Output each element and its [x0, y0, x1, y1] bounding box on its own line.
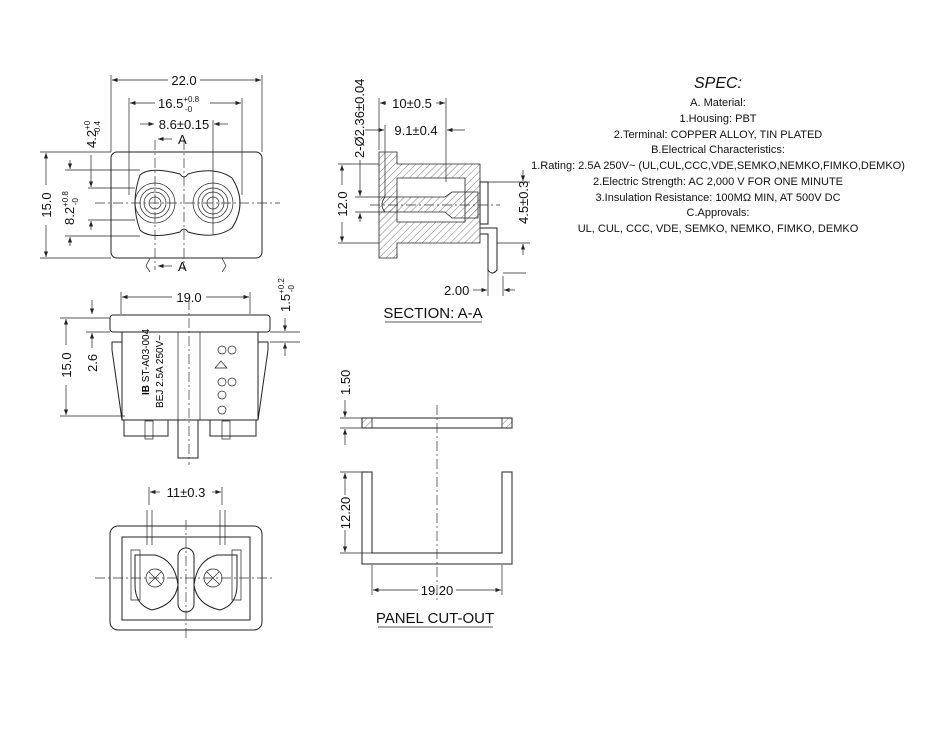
marking-line2: BEJ 2.5A 250V~ — [155, 335, 166, 408]
socket-face — [134, 169, 241, 236]
section-mark-top: A — [178, 132, 187, 147]
dim-step: 2.6 — [85, 354, 100, 372]
panel-cutout-title: PANEL CUT-OUT — [376, 610, 494, 627]
dim-pin-length-outer: 10±0.5 — [392, 96, 432, 111]
housing-outline — [110, 151, 263, 259]
dim-pin-length-inner: 9.1±0.4 — [394, 123, 437, 138]
marking-line1: IB ST-A03-004 — [141, 328, 152, 395]
spec-line: 2.Electric Strength: AC 2,000 V FOR ONE … — [593, 176, 843, 188]
dim-pitch-outer: 16.5+0.8-0 — [158, 95, 200, 114]
section-title: SECTION: A-A — [383, 305, 482, 322]
dim-terminal-offset: 2.00 — [444, 283, 469, 298]
spec-line: 3.Insulation Resistance: 100MΩ MIN, AT 5… — [595, 192, 840, 204]
bottom-view: 11±0.3 — [95, 485, 275, 640]
spec-line: A. Material: — [690, 97, 746, 109]
flange — [109, 314, 271, 333]
dim-offset: 4.2+0-0.4 — [83, 120, 102, 148]
dim-terminal-pitch: 11±0.3 — [167, 485, 206, 500]
spec-line: UL, CUL, CCC, VDE, SEMKO, NEMKO, FIMKO, … — [578, 223, 859, 235]
spec-line: 2.Terminal: COPPER ALLOY, TIN PLATED — [614, 129, 823, 141]
spec-title: SPEC: — [694, 75, 742, 92]
dim-section-height: 12.0 — [335, 191, 350, 216]
spec-line: 1.Rating: 2.5A 250V~ (UL,CUL,CCC,VDE,SEM… — [531, 160, 905, 172]
dim-height: 15.0 — [39, 192, 54, 217]
terminal-pins — [145, 257, 227, 273]
terminal — [480, 227, 498, 274]
dim-side-height: 15.0 — [59, 352, 74, 377]
panel-cutout: 1.50 12.20 19.20 PANEL CUT-OUT — [338, 370, 513, 628]
spec-line: 1.Housing: PBT — [679, 113, 756, 125]
dim-opening: 8.2+0.8-0 — [61, 191, 80, 225]
dim-panel-height: 12.20 — [338, 497, 353, 530]
dim-pitch: 8.6±0.15 — [159, 117, 210, 132]
dim-terminal-height: 4.5±0.3 — [516, 181, 531, 224]
dim-panel-thickness: 1.50 — [338, 370, 353, 395]
spec-block: SPEC: A. Material: 1.Housing: PBT 2.Term… — [531, 75, 905, 235]
side-view: IB ST-A03-004 BEJ 2.5A 250V~ 19.0 15.0 2… — [59, 278, 300, 465]
dim-panel-width: 19.20 — [421, 583, 454, 598]
spec-line: B.Electrical Characteristics: — [651, 144, 785, 156]
dim-pin-diameter: 2-Ø2.36±0.04 — [352, 79, 367, 158]
dim-flange: 1.5+0.2-0 — [277, 278, 296, 312]
section-mark-bottom: A — [178, 259, 187, 274]
section-view: 10±0.5 9.1±0.4 2-Ø2.36±0.04 12.0 4.5±0.3… — [335, 79, 531, 323]
dim-side-width: 19.0 — [176, 290, 201, 305]
dim-width: 22.0 — [171, 73, 196, 88]
top-view: 22.0 16.5+0.8-0 8.6±0.15 A A 15.0 8.2+0.… — [39, 73, 280, 274]
spec-line: C.Approvals: — [687, 207, 750, 219]
approval-marks — [214, 345, 237, 415]
